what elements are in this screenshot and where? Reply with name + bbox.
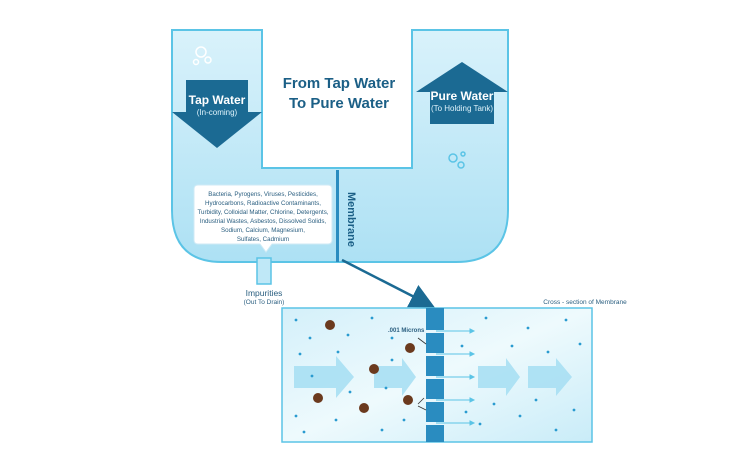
flow-arrows [294, 356, 572, 398]
bubbles-right [448, 151, 466, 169]
contaminant-line: Sodium, Calcium, Magnesium, [221, 227, 305, 234]
inlet-sublabel: (In-coming) [197, 108, 238, 117]
contaminant-line: Industrial Wastes, Asbestos, Dissolved S… [200, 218, 327, 225]
title-line-1: From Tap Water [283, 75, 396, 92]
drain-pipe [256, 257, 272, 285]
outlet-label: Pure Water [431, 89, 494, 103]
bubbles-left [192, 46, 212, 66]
particle-bounce-arrows [417, 397, 427, 411]
tap-water-arrow-icon [172, 80, 262, 148]
contaminant-line: Hydrocarbons, Radioactive Contaminants, [205, 200, 321, 207]
inlet-label: Tap Water [189, 93, 246, 107]
contaminant-line: Turbidity, Colloidal Matter, Chlorine, D… [197, 209, 328, 216]
pore-size-label: .001 Microns [388, 328, 425, 334]
contaminants-callout [193, 184, 333, 253]
impurities-sublabel: (Out To Drain) [244, 299, 285, 306]
pore-flow-arrows [436, 328, 476, 426]
pore-pointer [417, 337, 427, 345]
contaminant-line: Sulfates, Cadmium [237, 236, 289, 243]
pure-water-arrow-icon [416, 62, 508, 124]
membrane-cross-section [426, 308, 444, 442]
contaminant-particles [313, 320, 415, 413]
title-line-2: To Pure Water [289, 95, 389, 112]
contaminant-line: Bacteria, Pyrogens, Viruses, Pesticides, [208, 191, 318, 198]
outlet-sublabel: (To Holding Tank) [431, 104, 493, 113]
contaminants-list: Bacteria, Pyrogens, Viruses, Pesticides,… [197, 191, 328, 243]
zoom-arrow [341, 258, 435, 308]
impurities-label: Impurities [246, 288, 283, 298]
membrane-bar [336, 170, 339, 262]
water-molecules [294, 316, 582, 434]
membrane-label: Membrane [345, 192, 357, 247]
cross-section-title: Cross - section of Membrane [543, 299, 627, 306]
